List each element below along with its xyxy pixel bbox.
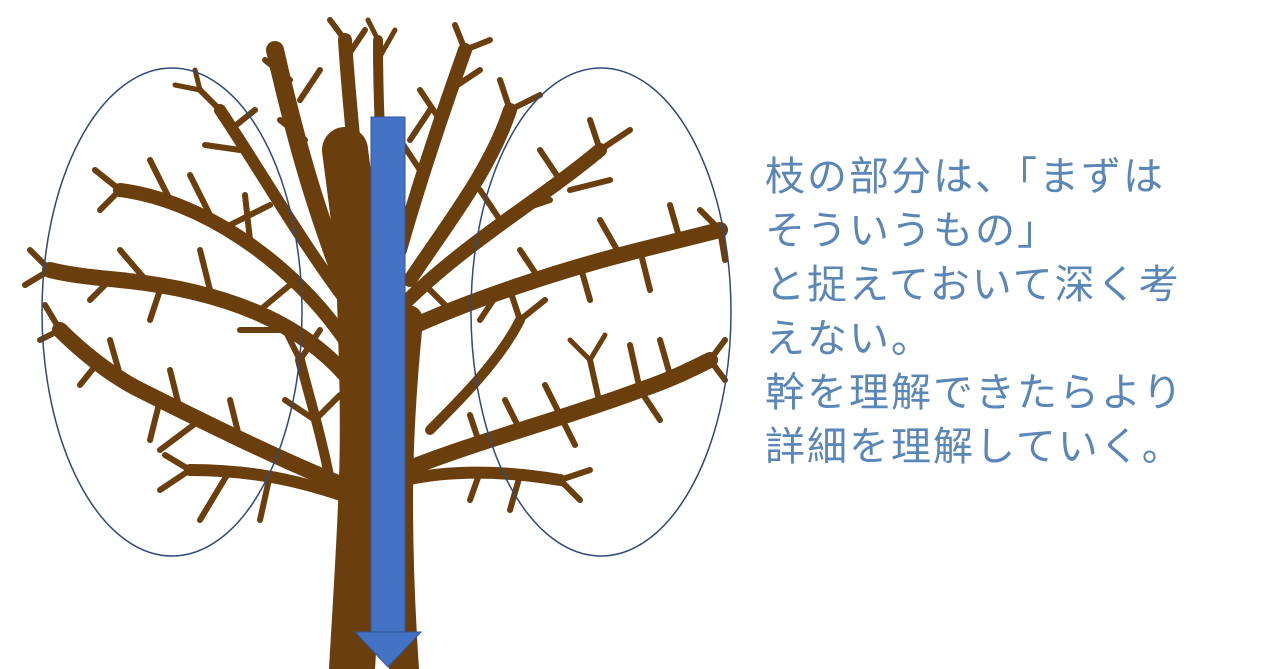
caption-line-3: と捉えておいて深く考 (765, 262, 1181, 308)
left-branch-group-ellipse (41, 67, 303, 557)
caption-text: 枝の部分は、「まずは そういうもの」 と捉えておいて深く考 えない。 幹を理解で… (765, 150, 1265, 474)
caption-line-1: 枝の部分は、「まずは (765, 154, 1165, 200)
trunk-arrow (353, 116, 423, 668)
caption-line-5: 幹を理解できたらより (765, 370, 1185, 416)
caption-line-4: えない。 (765, 316, 933, 362)
caption-line-6: 詳細を理解していく。 (765, 424, 1184, 470)
right-branch-group-ellipse (470, 67, 732, 557)
caption-line-2: そういうもの」 (765, 208, 1059, 254)
